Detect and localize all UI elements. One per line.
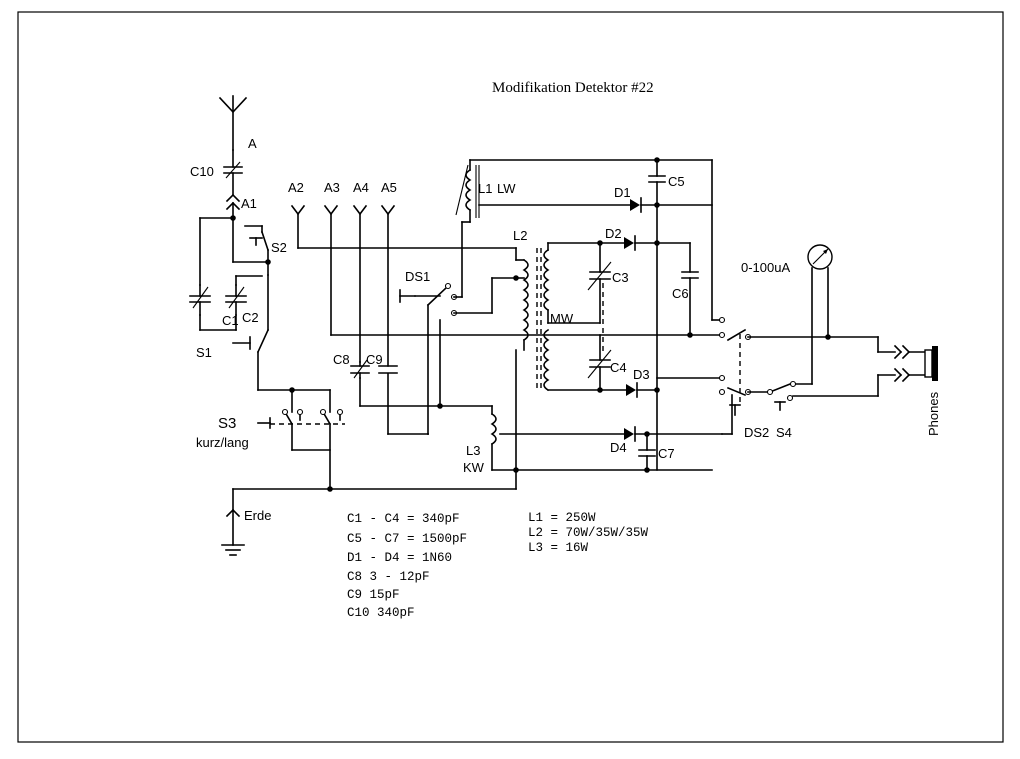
label-s3: S3 [218, 415, 236, 432]
coil-line: L2 = 70W/35W/35W [528, 526, 649, 540]
capacitor-c6 [681, 271, 699, 336]
label-c7: C7 [658, 446, 675, 461]
switch-ds2 [656, 319, 747, 435]
capacitor-c2 [225, 284, 247, 316]
parts-line: C8 3 - 12pF [347, 570, 430, 584]
ground-erde [221, 488, 517, 556]
connector-a5 [380, 204, 429, 435]
coil-list: L1 = 250W L2 = 70W/35W/35W L3 = 16W [528, 511, 649, 555]
label-d3: D3 [633, 367, 650, 382]
coil-l2 [515, 242, 601, 392]
parts-line: C9 15pF [347, 588, 400, 602]
label-a4: A4 [353, 180, 369, 195]
label-ds1: DS1 [405, 269, 430, 284]
capacitor-c9 [378, 365, 398, 374]
label-d2: D2 [605, 226, 622, 241]
label-lw: LW [497, 181, 516, 196]
label-erde: Erde [244, 508, 271, 523]
label-c4: C4 [610, 360, 627, 375]
diagram-title: Modifikation Detektor #22 [492, 80, 654, 96]
switch-s3 [257, 389, 345, 490]
capacitor-c5 [648, 159, 666, 206]
capacitor-c10 [223, 149, 243, 196]
label-c3: C3 [612, 270, 629, 285]
switch-s2 [232, 225, 270, 263]
label-s2: S2 [271, 240, 287, 255]
label-c2: C2 [242, 310, 259, 325]
label-l3: L3 [466, 443, 480, 458]
meter-gauge [795, 244, 833, 385]
capacitor-c7 [638, 433, 656, 471]
label-a3: A3 [324, 180, 340, 195]
label-d4: D4 [610, 440, 627, 455]
capacitor-c3 [587, 242, 612, 324]
coil-l3 [427, 405, 713, 471]
label-mw: MW [550, 311, 574, 326]
label-kurz-lang: kurz/lang [196, 435, 249, 450]
label-a5: A5 [381, 180, 397, 195]
capacitor-c4 [587, 334, 612, 391]
connector-a2 [290, 204, 517, 261]
switch-s1 [232, 328, 270, 391]
label-kw: KW [463, 460, 485, 475]
diode-d1 [630, 197, 713, 213]
diode-d3 [599, 382, 658, 398]
label-l1: L1 [478, 181, 492, 196]
connector-a4 [352, 204, 493, 407]
label-antenna: A [248, 136, 257, 151]
parts-line: C5 - C7 = 1500pF [347, 532, 467, 546]
label-c5: C5 [668, 174, 685, 189]
antenna-symbol [218, 95, 248, 151]
diode-d2 [599, 235, 691, 273]
label-s1: S1 [196, 345, 212, 360]
capacitor-c8 [350, 359, 370, 379]
label-l2: L2 [513, 228, 527, 243]
diode-d4 [624, 426, 723, 442]
label-c8: C8 [333, 352, 350, 367]
parts-line: D1 - D4 = 1N60 [347, 551, 452, 565]
parts-line: C1 - C4 = 340pF [347, 512, 460, 526]
parts-list: C1 - C4 = 340pF C5 - C7 = 1500pF D1 - D4… [347, 512, 467, 620]
label-c9: C9 [366, 352, 383, 367]
label-c6: C6 [672, 286, 689, 301]
label-a1: A1 [241, 196, 257, 211]
coil-line: L1 = 250W [528, 511, 596, 525]
label-phones: Phones [926, 391, 941, 436]
label-c1: C1 [222, 313, 239, 328]
phones-jack [893, 344, 938, 383]
capacitor-c1 [189, 284, 211, 316]
coil-l1 [455, 159, 713, 223]
coil-line: L3 = 16W [528, 541, 589, 555]
label-a2: A2 [288, 180, 304, 195]
connector-a1 [225, 193, 241, 263]
label-s4: S4 [776, 425, 792, 440]
label-ds2: DS2 [744, 425, 769, 440]
switch-s4 [747, 382, 792, 411]
page-frame [17, 11, 1004, 743]
parts-line: C10 340pF [347, 606, 415, 620]
label-meter: 0-100uA [741, 260, 790, 275]
label-d1: D1 [614, 185, 631, 200]
label-c10: C10 [190, 164, 214, 179]
switch-ds1 [399, 286, 448, 435]
